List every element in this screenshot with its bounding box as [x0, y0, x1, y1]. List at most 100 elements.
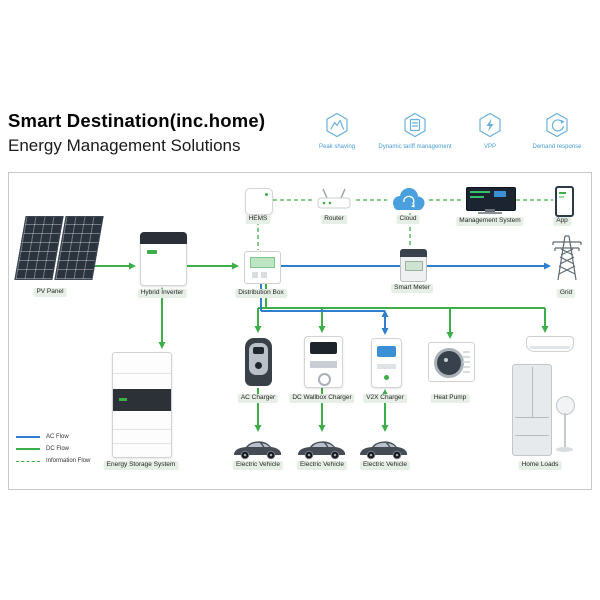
- dc-wallbox-charger-device: [304, 336, 343, 388]
- fridge-device: [512, 364, 552, 456]
- feature-dynamic-tariff: Dynamic tariff management: [369, 112, 461, 150]
- phone-screen-content: [559, 196, 564, 198]
- dc-flow-swatch: [16, 448, 40, 450]
- demand-response-icon: [546, 112, 568, 138]
- fridge-drawer-line: [515, 417, 549, 418]
- peak-shaving-icon: [326, 112, 348, 138]
- cabinet-seam: [113, 429, 171, 430]
- distribution-box-display: [250, 257, 275, 268]
- legend-label: DC Flow: [46, 446, 70, 452]
- charger-band: [310, 361, 337, 368]
- ac-charger-device: [245, 338, 272, 386]
- info-flow-lines: [257, 199, 553, 250]
- monitor-base: [478, 212, 502, 214]
- legend-item-dc: DC Flow: [16, 443, 90, 455]
- label-hybrid-inverter: Hybrid Inverter: [137, 289, 187, 298]
- charger-screen: [253, 347, 264, 354]
- cabinet-seam: [113, 443, 171, 444]
- label-router: Router: [321, 215, 347, 224]
- information-flow-swatch: [16, 460, 40, 462]
- label-dc-wallbox-charger: DC Wallbox Charger: [289, 394, 355, 403]
- feature-label: VPP: [483, 144, 496, 150]
- floor-fan-base: [556, 447, 573, 452]
- feature-label: Dynamic tariff management: [378, 144, 452, 150]
- label-hems: HEMS: [245, 215, 271, 224]
- charger-screen: [310, 342, 337, 354]
- feature-peak-shaving: Peak shaving: [291, 112, 383, 150]
- dynamic-tariff-icon: [404, 112, 426, 138]
- label-v2x-charger: V2X Charger: [363, 394, 407, 403]
- label-heat-pump: Heat Pump: [430, 394, 470, 403]
- charger-socket: [255, 362, 262, 369]
- v2x-charger-device: [371, 338, 402, 388]
- label-electric-vehicle: Electric Vehicle: [232, 461, 284, 470]
- monitor-content: [470, 196, 484, 198]
- label-smart-meter: Smart Meter: [391, 284, 433, 293]
- cloud-icon: [393, 188, 425, 210]
- heat-pump-vents: [463, 351, 470, 373]
- legend-item-info: Information Flow: [16, 455, 90, 467]
- ac-flow-swatch: [16, 436, 40, 438]
- legend: AC Flow DC Flow Information Flow: [16, 431, 90, 467]
- monitor-stand: [485, 209, 495, 212]
- charger-led: [384, 375, 389, 380]
- feature-label: Demand response: [532, 144, 582, 150]
- label-cloud: Cloud: [396, 215, 420, 224]
- fridge-drawer-line: [515, 435, 549, 436]
- energy-storage-device: [112, 352, 172, 458]
- wall-ac-vent: [530, 346, 570, 349]
- hems-led: [265, 193, 268, 196]
- label-app: App: [553, 217, 571, 226]
- label-electric-vehicle: Electric Vehicle: [296, 461, 348, 470]
- vpp-icon: [479, 112, 501, 138]
- label-ac-charger: AC Charger: [237, 394, 279, 403]
- heat-pump-device: [428, 342, 475, 382]
- router-device: [317, 188, 351, 209]
- wall-ac-device: [526, 336, 574, 352]
- pv-panel-device: [14, 212, 104, 284]
- grid-tower-icon: [552, 235, 582, 281]
- label-distribution-box: Distribution Box: [235, 289, 287, 298]
- app-device: [555, 186, 574, 217]
- storage-control-band: [113, 389, 171, 411]
- legend-label: AC Flow: [46, 434, 69, 440]
- meter-display: [405, 261, 423, 271]
- fridge-door-split: [532, 367, 533, 417]
- fan-hub: [444, 358, 448, 362]
- legend-label: Information Flow: [46, 458, 91, 464]
- feature-label: Peak shaving: [318, 144, 356, 150]
- hems-device: [245, 188, 273, 215]
- label-management-system: Management System: [456, 217, 524, 226]
- smart-meter-device: [400, 249, 427, 282]
- label-pv-panel: PV Panel: [33, 288, 67, 297]
- phone-screen-content: [559, 192, 566, 194]
- label-energy-storage-system: Energy Storage System: [103, 461, 179, 470]
- page-title: Smart Destination(inc.home): [8, 110, 266, 131]
- hybrid-inverter-device: [140, 232, 187, 286]
- charger-socket: [318, 373, 331, 386]
- feature-vpp: VPP: [444, 112, 536, 150]
- floor-fan-pole: [564, 413, 566, 447]
- electric-vehicle-icon: [360, 441, 407, 460]
- charger-band: [377, 364, 396, 369]
- electric-vehicle-icon: [234, 441, 281, 460]
- heat-pump-fan: [434, 348, 464, 378]
- legend-item-ac: AC Flow: [16, 431, 90, 443]
- distribution-box-device: [244, 251, 281, 284]
- electric-vehicle-icon: [298, 441, 345, 460]
- charger-screen: [377, 346, 396, 357]
- label-electric-vehicle: Electric Vehicle: [359, 461, 411, 470]
- meter-top: [400, 249, 427, 257]
- breaker-switch: [252, 272, 258, 278]
- label-home-loads: Home Loads: [518, 461, 562, 470]
- cabinet-seam: [113, 373, 171, 374]
- monitor-content: [494, 191, 506, 197]
- management-system-device: [466, 187, 516, 215]
- inverter-top-panel: [140, 232, 187, 244]
- storage-led: [119, 398, 127, 401]
- breaker-switch: [261, 272, 267, 278]
- label-grid: Grid: [556, 289, 576, 298]
- monitor-content: [470, 191, 490, 193]
